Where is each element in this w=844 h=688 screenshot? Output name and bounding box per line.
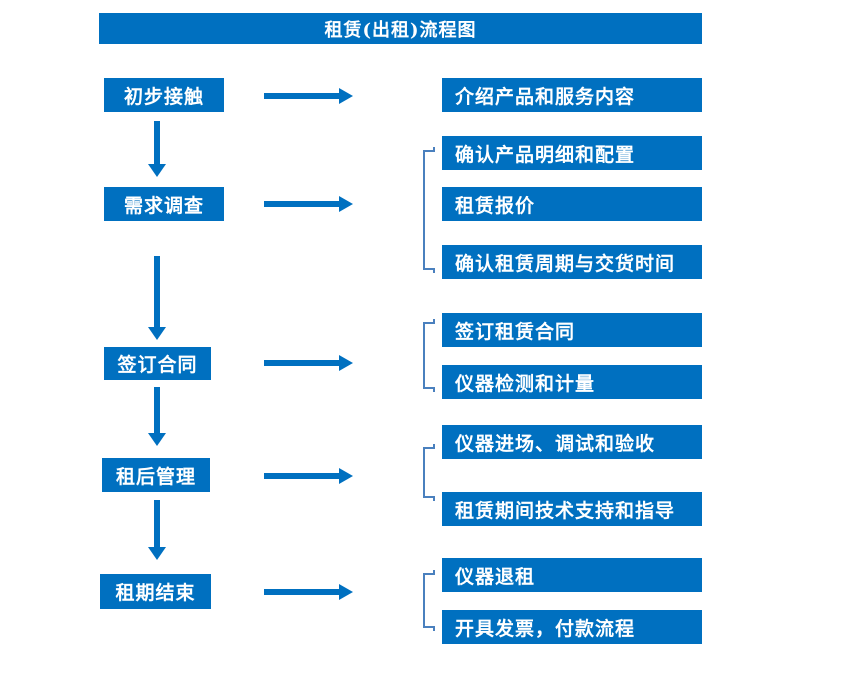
- detail-label: 签订租赁合同: [455, 320, 576, 343]
- bracket-tick: [433, 626, 435, 631]
- step-box-sign-contract: 签订合同: [104, 347, 211, 380]
- detail-label: 仪器进场、调试和验收: [455, 432, 656, 455]
- detail-label: 租赁期间技术支持和指导: [455, 499, 676, 522]
- flow-arrow-down-icon: [148, 500, 166, 560]
- detail-label: 确认产品明细和配置: [455, 143, 636, 166]
- title-bar: 租赁(出租)流程图: [99, 13, 702, 44]
- detail-box: 签订租赁合同: [442, 313, 702, 347]
- arrow-shaft: [264, 200, 339, 207]
- step-label: 租期结束: [115, 582, 196, 604]
- bracket-tick: [433, 444, 435, 449]
- flow-arrow-down-icon: [148, 256, 166, 340]
- arrow-shaft: [264, 588, 339, 595]
- flow-arrow-down-icon: [148, 387, 166, 446]
- detail-label: 介绍产品和服务内容: [455, 85, 636, 108]
- bracket-tick: [433, 268, 435, 273]
- arrow-head: [339, 467, 353, 484]
- group-bracket: [423, 570, 435, 631]
- arrow-shaft: [264, 472, 339, 479]
- step-label: 签订合同: [117, 354, 198, 376]
- step-box-demand-survey: 需求调查: [104, 187, 224, 221]
- arrow-head: [339, 195, 353, 212]
- arrow-shaft: [154, 500, 160, 547]
- flow-arrow-right-icon: [264, 87, 353, 104]
- step-box-rental-end: 租期结束: [100, 574, 211, 609]
- bracket-tick: [433, 319, 435, 324]
- arrow-head: [339, 354, 353, 371]
- arrow-head: [148, 164, 166, 177]
- detail-label: 确认租赁周期与交货时间: [455, 252, 676, 275]
- step-label: 需求调查: [123, 194, 204, 217]
- detail-label: 仪器检测和计量: [455, 372, 596, 395]
- arrow-head: [339, 87, 353, 104]
- group-bracket: [423, 319, 435, 392]
- bracket-tick: [433, 147, 435, 152]
- detail-label: 租赁报价: [455, 194, 536, 217]
- detail-box: 仪器进场、调试和验收: [442, 425, 702, 459]
- arrow-shaft: [154, 121, 160, 164]
- arrow-shaft: [264, 92, 339, 99]
- flow-arrow-right-icon: [264, 467, 353, 484]
- arrow-shaft: [154, 256, 160, 327]
- page-title: 租赁(出租)流程图: [324, 19, 477, 41]
- flow-arrow-right-icon: [264, 195, 353, 212]
- flow-arrow-down-icon: [148, 121, 166, 177]
- arrow-head: [148, 433, 166, 446]
- detail-box: 租赁期间技术支持和指导: [442, 492, 702, 526]
- detail-box: 确认租赁周期与交货时间: [442, 245, 702, 279]
- arrow-shaft: [154, 387, 160, 433]
- detail-box: 租赁报价: [442, 187, 702, 221]
- bracket-tick: [433, 496, 435, 501]
- detail-box: 介绍产品和服务内容: [442, 78, 702, 112]
- detail-box: 确认产品明细和配置: [442, 136, 702, 170]
- arrow-head: [148, 547, 166, 560]
- detail-box: 仪器退租: [442, 558, 702, 592]
- step-box-initial-contact: 初步接触: [104, 78, 224, 112]
- step-box-post-rental-management: 租后管理: [102, 458, 210, 492]
- bracket-tick: [433, 387, 435, 392]
- detail-box: 开具发票，付款流程: [442, 610, 702, 644]
- arrow-head: [148, 327, 166, 340]
- flow-arrow-right-icon: [264, 354, 353, 371]
- bracket-tick: [433, 570, 435, 575]
- detail-label: 仪器退租: [455, 565, 536, 588]
- step-label: 租后管理: [115, 465, 196, 488]
- group-bracket: [423, 147, 435, 273]
- detail-label: 开具发票，付款流程: [455, 617, 636, 640]
- step-label: 初步接触: [123, 85, 204, 108]
- flow-arrow-right-icon: [264, 583, 353, 600]
- arrow-head: [339, 583, 353, 600]
- arrow-shaft: [264, 359, 339, 366]
- detail-box: 仪器检测和计量: [442, 365, 702, 399]
- group-bracket: [423, 444, 435, 501]
